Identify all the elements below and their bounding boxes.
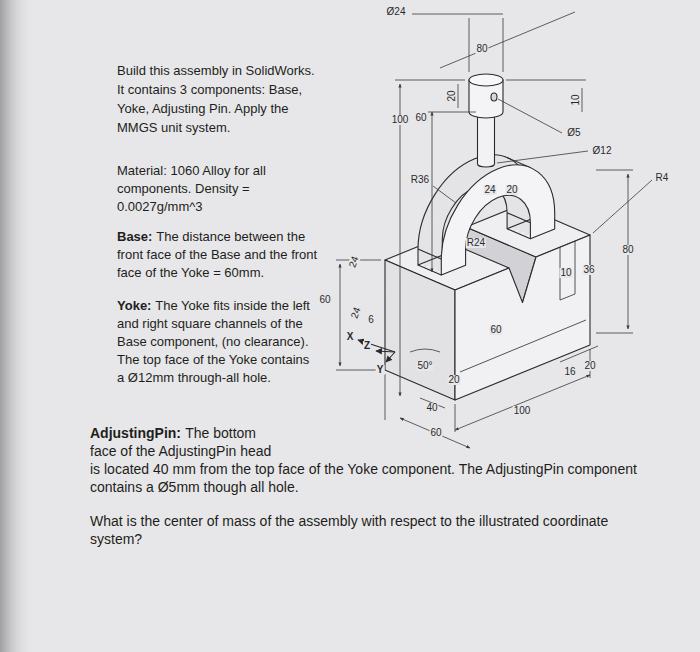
dimension-lines bbox=[336, 12, 652, 448]
dimension-label: Ø12 bbox=[592, 146, 613, 156]
axis-label: Y bbox=[376, 365, 385, 375]
section-heading: Yoke: bbox=[117, 298, 151, 313]
photo-edge-shade bbox=[0, 0, 34, 652]
instruction-paragraph: Base:The distance between the front face… bbox=[117, 228, 319, 282]
dimension-label: 100 bbox=[391, 115, 410, 125]
instruction-paragraph: Material: 1060 Alloy for all components.… bbox=[117, 162, 307, 216]
instruction-text: Material: 1060 Alloy for all components.… bbox=[117, 163, 266, 214]
dimension-label: 60 bbox=[489, 325, 502, 335]
dimension-label: 60 bbox=[318, 295, 331, 305]
dimension-label: 16 bbox=[563, 367, 576, 377]
adjusting-pin-part bbox=[469, 74, 503, 167]
dimension-label: Ø5 bbox=[566, 128, 581, 138]
dimension-label: 40 bbox=[425, 403, 438, 413]
instruction-text: Build this assembly in SolidWorks. It co… bbox=[117, 63, 315, 135]
yoke-part bbox=[418, 155, 555, 275]
dimension-label: 20 bbox=[505, 185, 518, 195]
base-part bbox=[385, 205, 590, 400]
dimension-label: 24 bbox=[349, 305, 363, 321]
dimension-label: R24 bbox=[466, 238, 486, 248]
instruction-paragraph: Build this assembly in SolidWorks. It co… bbox=[117, 61, 322, 137]
dimension-label: Ø24 bbox=[386, 7, 407, 17]
axis-label: Z bbox=[363, 341, 371, 351]
dimension-label: 10 bbox=[571, 93, 581, 106]
dimension-label: 20 bbox=[583, 361, 596, 371]
dimension-label: 24 bbox=[483, 185, 496, 195]
dimension-label: 80 bbox=[475, 44, 488, 54]
dimension-label: 20 bbox=[447, 89, 457, 102]
dimension-label: 60 bbox=[414, 113, 427, 123]
coordinate-triad bbox=[358, 340, 395, 362]
dimension-label: R4 bbox=[655, 173, 670, 183]
section-heading: Base: bbox=[117, 229, 152, 244]
dimension-label: 36 bbox=[582, 265, 595, 275]
dimension-label: 100 bbox=[513, 406, 532, 416]
dimension-label: 60 bbox=[429, 428, 442, 438]
section-heading: AdjustingPin: bbox=[90, 425, 181, 441]
dimension-label: 80 bbox=[621, 245, 634, 255]
instruction-paragraph: Yoke:The Yoke fits inside the left and r… bbox=[117, 297, 317, 387]
dimension-label: 10 bbox=[559, 268, 572, 278]
instruction-text: What is the center of mass of the assemb… bbox=[90, 513, 608, 547]
dimension-label: R36 bbox=[410, 175, 430, 185]
instruction-paragraph: AdjustingPin:The bottom face of the Adju… bbox=[90, 424, 645, 496]
instruction-paragraph: What is the center of mass of the assemb… bbox=[90, 512, 630, 548]
dimension-label: 6 bbox=[367, 315, 375, 325]
dimension-label: 20 bbox=[447, 375, 460, 385]
dimension-label: 24 bbox=[347, 254, 361, 270]
wrap-spacer bbox=[280, 424, 645, 460]
dimension-label: 50° bbox=[416, 361, 433, 371]
axis-label: X bbox=[346, 332, 355, 342]
